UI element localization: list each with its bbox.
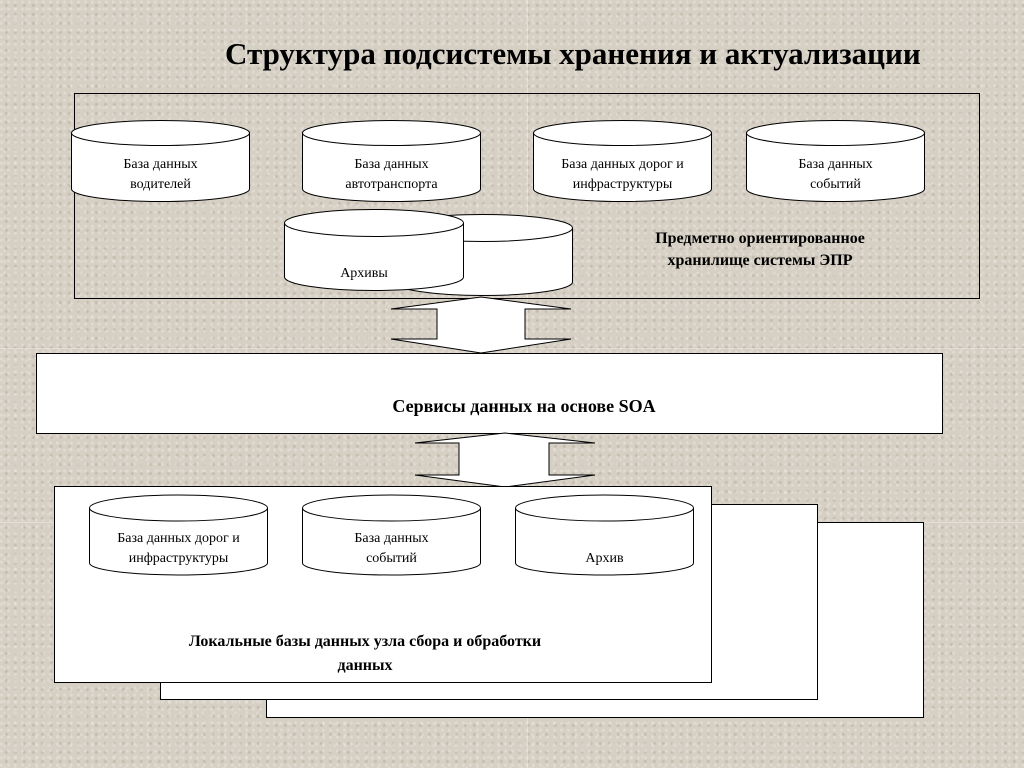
db-label-line2: автотранспорта [345, 177, 438, 192]
cylinder-icon [533, 120, 712, 202]
subject-storage-caption-line2: хранилище системы ЭПР [667, 252, 853, 269]
db-label-line2: событий [366, 551, 417, 566]
local-node-caption: Локальные базы данных узла сбора и обраб… [130, 630, 600, 678]
local-node-caption-line1: Локальные базы данных узла сбора и обраб… [188, 633, 542, 650]
cylinder-icon [302, 120, 481, 202]
db-label-line2: инфраструктуры [128, 551, 229, 566]
db-label-line1: База данных дорог и [117, 531, 240, 546]
db-label-line2: водителей [130, 177, 191, 192]
cylinder-icon [746, 120, 925, 202]
subject-storage-caption-line1: Предметно ориентированное [655, 230, 865, 247]
db-label-line1: База данных [354, 531, 429, 546]
local-archive-label: Архив [585, 551, 624, 566]
archives-label: Архивы [340, 266, 388, 281]
archives-cylinder: Архивы [284, 209, 464, 291]
services-label: Сервисы данных на основе SOA [392, 396, 656, 416]
db-vehicles-cylinder: База данных автотранспорта [302, 120, 481, 202]
double-arrow-upper [390, 296, 572, 354]
subject-storage-frame [74, 93, 980, 299]
db-label-line1: База данных [354, 157, 429, 172]
cylinder-icon [302, 494, 481, 576]
subject-storage-caption: Предметно ориентированное хранилище сист… [610, 228, 910, 272]
cylinder-icon [71, 120, 250, 202]
db-label-line1: База данных [798, 157, 873, 172]
cylinder-icon [284, 209, 464, 291]
local-db-roads-cylinder: База данных дорог и инфраструктуры [89, 494, 268, 576]
cylinder-icon [89, 494, 268, 576]
local-db-events-cylinder: База данных событий [302, 494, 481, 576]
db-label-line1: База данных [123, 157, 198, 172]
db-label-line2: событий [810, 177, 861, 192]
local-archive-cylinder: Архив [515, 494, 694, 576]
local-node-caption-line2: данных [337, 657, 393, 674]
db-label-line2: инфраструктуры [572, 177, 673, 192]
db-events-cylinder: База данных событий [746, 120, 925, 202]
page-title: Структура подсистемы хранения и актуализ… [225, 36, 921, 71]
double-arrow-lower [414, 432, 596, 488]
db-label-line1: База данных дорог и [561, 157, 684, 172]
services-bar [36, 353, 943, 434]
db-drivers-cylinder: База данных водителей [71, 120, 250, 202]
db-roads-cylinder: База данных дорог и инфраструктуры [533, 120, 712, 202]
cylinder-icon [515, 494, 694, 576]
